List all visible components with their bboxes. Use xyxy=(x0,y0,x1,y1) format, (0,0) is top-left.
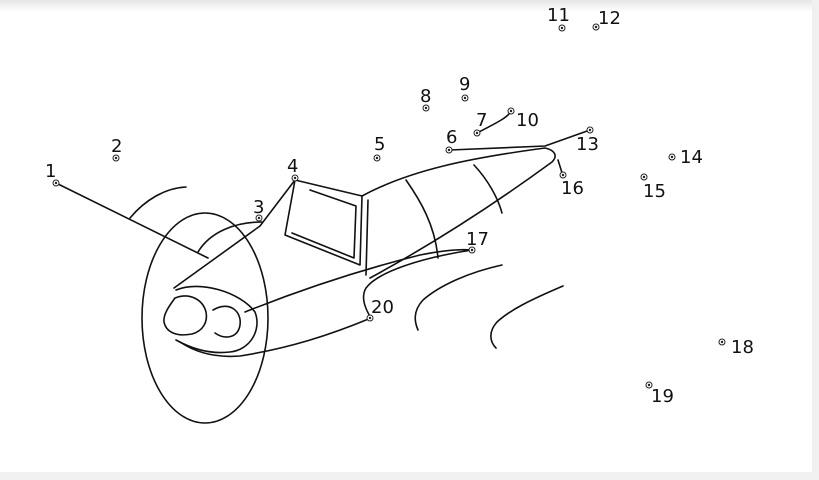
dot-13 xyxy=(586,126,594,134)
paper-top-shadow xyxy=(0,0,812,12)
dot-label-12: 12 xyxy=(598,8,621,29)
wing-root xyxy=(362,249,473,319)
cowling-nose xyxy=(175,285,258,354)
dot-17 xyxy=(468,246,476,254)
windshield xyxy=(284,179,363,266)
cowling-top xyxy=(197,221,263,253)
tail-line xyxy=(449,129,591,151)
dot-9 xyxy=(461,94,469,102)
dot-3 xyxy=(255,214,263,222)
dot-label-6: 6 xyxy=(446,127,457,148)
dot-11 xyxy=(558,24,566,32)
dot-label-14: 14 xyxy=(680,147,703,168)
dot-markers xyxy=(52,23,726,389)
windshield-inner xyxy=(291,189,357,259)
dot-5 xyxy=(373,154,381,162)
dot-10 xyxy=(507,107,515,115)
dot-2 xyxy=(112,154,120,162)
spinner xyxy=(163,295,208,336)
canopy-frame-middle xyxy=(405,179,439,259)
dot-label-8: 8 xyxy=(420,86,431,107)
dot-label-9: 9 xyxy=(459,74,470,95)
dot-label-2: 2 xyxy=(111,136,122,157)
propeller-disc xyxy=(141,212,269,424)
dot-14 xyxy=(668,153,676,161)
air-intake xyxy=(212,305,241,338)
dot-label-15: 15 xyxy=(643,181,666,202)
dot-label-18: 18 xyxy=(731,337,754,358)
wing-arc-1 xyxy=(414,264,503,331)
dot-4 xyxy=(291,174,299,182)
nose-upper-line xyxy=(173,179,296,289)
start-line xyxy=(55,182,209,259)
canopy-frame-front xyxy=(365,199,369,276)
dot-label-20: 20 xyxy=(371,297,394,318)
paper-sheet xyxy=(0,0,812,472)
canopy-frame-rear xyxy=(473,164,503,214)
dot-16 xyxy=(559,171,567,179)
dot-label-17: 17 xyxy=(466,229,489,250)
dot-label-5: 5 xyxy=(374,134,385,155)
dot-6 xyxy=(445,146,453,154)
fuselage-belly xyxy=(244,248,473,313)
dot-label-10: 10 xyxy=(516,110,539,131)
dot-label-3: 3 xyxy=(253,197,264,218)
dot-label-1: 1 xyxy=(45,161,56,182)
wing-arc-2 xyxy=(490,285,564,349)
dot-1 xyxy=(52,179,60,187)
dot-label-7: 7 xyxy=(476,110,487,131)
dot-12 xyxy=(592,23,600,31)
dot-label-13: 13 xyxy=(576,134,599,155)
dot-7 xyxy=(473,129,481,137)
dot-19 xyxy=(645,381,653,389)
dot-8 xyxy=(422,104,430,112)
dot-15 xyxy=(640,173,648,181)
dot-label-4: 4 xyxy=(287,156,298,177)
canopy xyxy=(361,147,556,279)
dot-18 xyxy=(718,338,726,346)
propeller-arc xyxy=(129,186,187,219)
dot-20 xyxy=(366,314,374,322)
dot-label-16: 16 xyxy=(561,178,584,199)
fuselage-bottom xyxy=(179,317,372,358)
dot-label-11: 11 xyxy=(547,5,570,26)
dot-label-19: 19 xyxy=(651,386,674,407)
airplane-outline xyxy=(55,110,591,424)
